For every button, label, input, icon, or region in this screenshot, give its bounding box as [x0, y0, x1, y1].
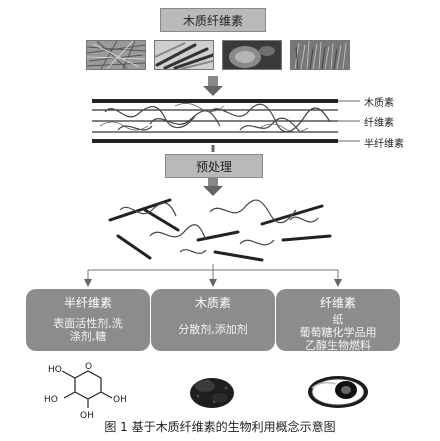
category-cellulose: 纤维素 纸 葡萄糖化学品用 乙醇生物燃料: [276, 289, 400, 352]
label-cellulose: 纤维素: [364, 118, 394, 129]
branch-connectors: [84, 264, 342, 287]
category-title: 半纤维素: [63, 296, 112, 310]
hemicellulose-chains: [99, 103, 309, 133]
photo-wood: [222, 40, 282, 70]
molecule-label-6: OH: [80, 411, 94, 421]
photo-grass: [290, 40, 350, 70]
category-title: 纤维素: [319, 296, 356, 310]
figure-caption: 图 1 基于木质纤维素的生物利用概念示意图: [104, 420, 336, 434]
label-hemicellulose: 半纤维素: [364, 139, 404, 150]
use-item: 表面活性剂,洗: [53, 317, 123, 330]
pretreatment-label: 预处理: [195, 159, 232, 174]
molecule-labels: HO O OH HO OH OH: [44, 362, 127, 421]
lignin-fragments: [119, 199, 319, 254]
sugar-molecule: [61, 370, 113, 408]
cellulose-fragments: [108, 198, 332, 262]
molecule-label-2: O: [85, 362, 92, 372]
straw-image: [87, 41, 145, 69]
category-title: 木质素: [194, 296, 231, 310]
lignin-powder: [190, 378, 234, 408]
pretreatment-box: 预处理: [165, 154, 263, 178]
label-pointers: [338, 100, 360, 142]
molecule-label-4: HO: [44, 395, 58, 405]
photo-straw: [86, 40, 146, 70]
label-lignin: 木质素: [364, 98, 394, 109]
grass-image: [291, 41, 349, 69]
fragments: [108, 198, 332, 262]
arrow-down-1: [203, 76, 223, 96]
photo-stalks: [154, 40, 214, 70]
fiber-layers: [92, 99, 338, 143]
paper-roll: [308, 376, 368, 408]
lignin-network: [104, 103, 331, 133]
stalks-image: [155, 41, 213, 69]
wood-image: [223, 41, 281, 69]
arrow-down-3: [203, 178, 223, 196]
use-item: 分散剂,添加剂: [178, 323, 248, 336]
use-item: 葡萄糖化学品用: [299, 326, 377, 339]
category-uses: 纸 葡萄糖化学品用 乙醇生物燃料: [276, 313, 400, 352]
category-lignin: 木质素 分散剂,添加剂: [151, 289, 275, 351]
use-item: 乙醇生物燃料: [305, 339, 371, 352]
lignocellulose-title-box: 木质纤维素: [160, 8, 266, 32]
lignocellulose-title: 木质纤维素: [182, 13, 243, 28]
category-uses: 表面活性剂,洗 涤剂,糖: [26, 317, 150, 343]
molecule-label-5: OH: [113, 395, 127, 405]
category-uses: 分散剂,添加剂: [151, 323, 275, 336]
use-item: 纸: [332, 313, 344, 326]
category-hemicellulose: 半纤维素 表面活性剂,洗 涤剂,糖: [26, 289, 150, 351]
molecule-label-1: HO: [48, 365, 62, 375]
use-item: 涤剂,糖: [69, 330, 107, 343]
